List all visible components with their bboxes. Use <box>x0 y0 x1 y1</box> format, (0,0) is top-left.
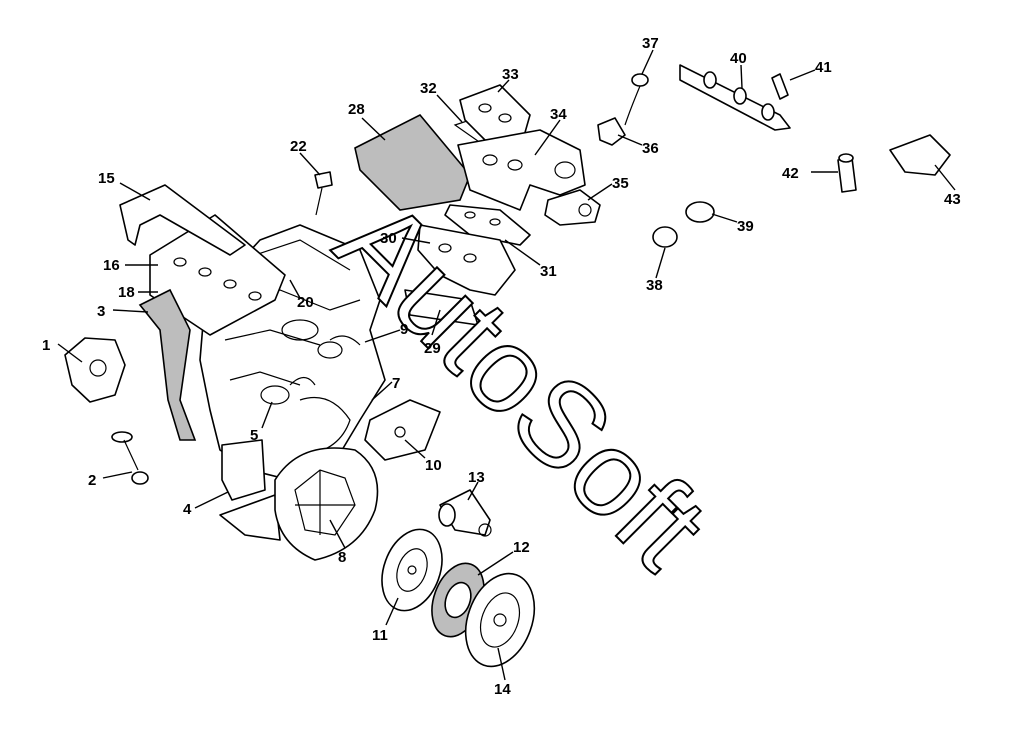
callout-4: 4 <box>183 501 192 518</box>
callout-34: 34 <box>550 106 567 123</box>
callout-22: 22 <box>290 138 307 155</box>
upper-cover <box>119 184 246 256</box>
clutch-housing <box>274 447 379 561</box>
callout-16: 16 <box>103 257 120 274</box>
callout-13: 13 <box>468 469 485 486</box>
callout-28: 28 <box>348 101 365 118</box>
callout-39: 39 <box>737 218 754 235</box>
callout-43: 43 <box>944 191 961 208</box>
idle-control-valve <box>652 226 678 248</box>
timing-cover <box>138 288 197 441</box>
callout-labels: 1 2 3 4 5 7 8 9 10 11 12 13 14 15 16 18 … <box>42 35 961 698</box>
starter-motor <box>438 489 492 537</box>
fuel-rail <box>679 64 791 131</box>
callout-14: 14 <box>494 681 511 698</box>
callout-18: 18 <box>118 284 135 301</box>
callout-29: 29 <box>424 340 441 357</box>
throttle-body <box>544 189 601 226</box>
flywheel <box>381 528 443 612</box>
callout-7: 7 <box>392 375 400 392</box>
callout-32: 32 <box>420 80 437 97</box>
mounting-bracket <box>364 399 441 461</box>
callout-35: 35 <box>612 175 629 192</box>
callout-12: 12 <box>513 539 530 556</box>
engine-mount <box>219 439 281 541</box>
callout-33: 33 <box>502 66 519 83</box>
callout-5: 5 <box>250 427 258 444</box>
oil-pressure-sender <box>314 171 333 216</box>
dipstick <box>111 431 149 485</box>
egr-valve <box>685 201 715 223</box>
callout-37: 37 <box>642 35 659 52</box>
callout-2: 2 <box>88 472 96 489</box>
callout-40: 40 <box>730 50 747 67</box>
water-pump <box>64 337 126 403</box>
callout-31: 31 <box>540 263 557 280</box>
callout-30: 30 <box>380 230 397 247</box>
leader-lines <box>57 49 956 681</box>
callout-11: 11 <box>372 627 388 644</box>
callout-42: 42 <box>782 165 799 182</box>
callout-41: 41 <box>815 59 832 76</box>
callout-8: 8 <box>338 549 346 566</box>
callout-10: 10 <box>425 457 442 474</box>
intake-manifold <box>457 129 586 211</box>
callout-38: 38 <box>646 277 663 294</box>
callout-15: 15 <box>98 170 115 187</box>
callout-1: 1 <box>42 337 50 354</box>
egr-solenoid <box>597 117 626 146</box>
oxygen-sensor <box>624 73 649 126</box>
fuel-filter <box>837 153 857 193</box>
ecu-bracket <box>889 134 951 176</box>
exhaust-gasket <box>404 289 479 326</box>
manifold-gasket <box>444 204 531 246</box>
cylinder-head <box>149 214 286 336</box>
fuel-injector <box>771 73 789 100</box>
callout-3: 3 <box>97 303 105 320</box>
callout-36: 36 <box>642 140 659 157</box>
lower-intake-manifold <box>417 224 516 296</box>
coolant-hoses <box>289 335 361 386</box>
pressure-plate <box>464 572 536 668</box>
callout-20: 20 <box>297 294 314 311</box>
callout-9: 9 <box>400 321 408 338</box>
